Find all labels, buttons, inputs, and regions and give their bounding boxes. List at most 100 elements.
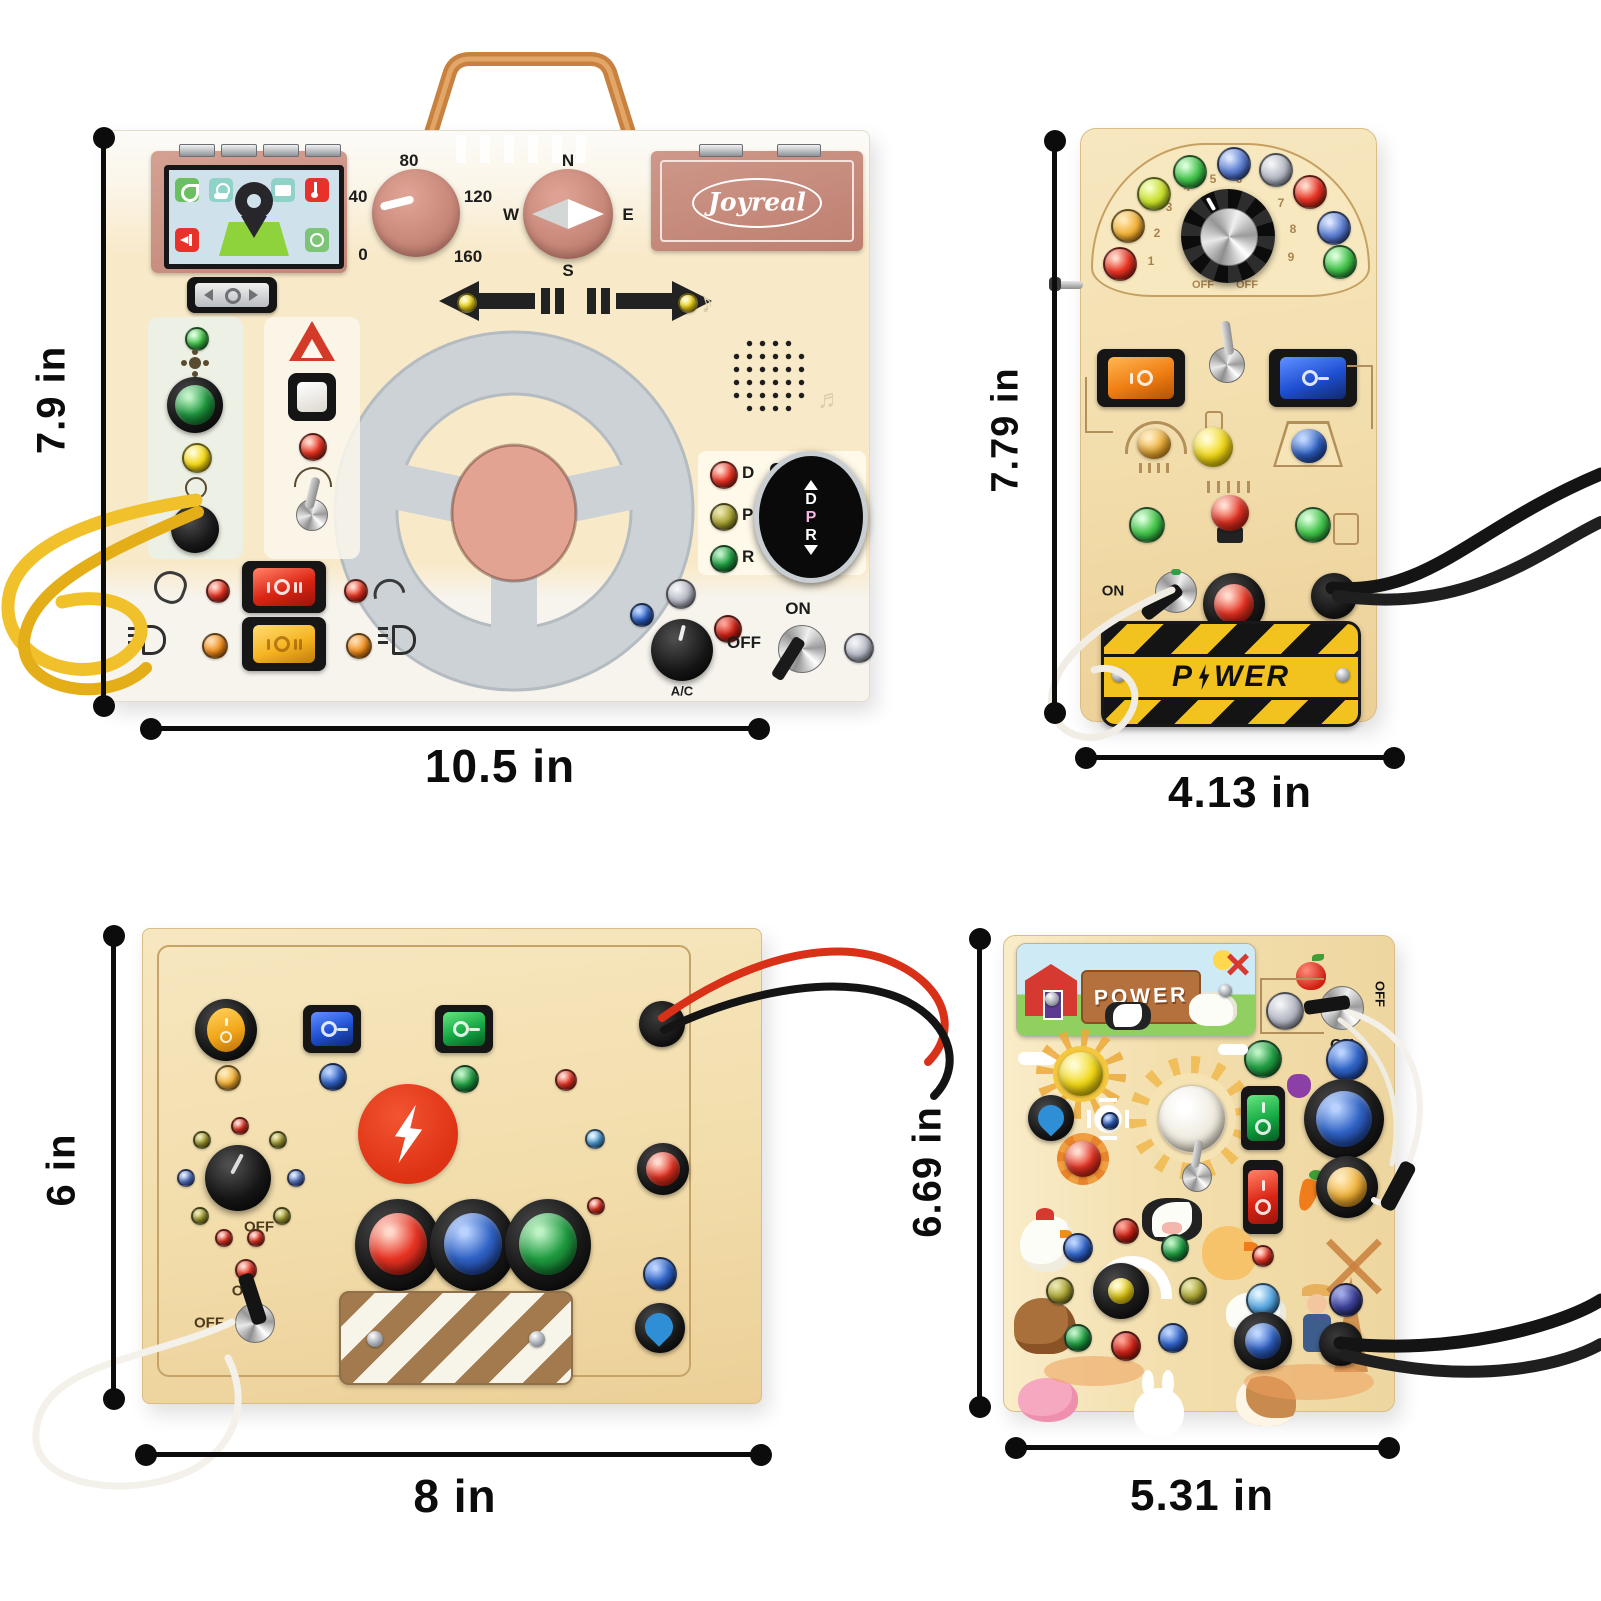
duck-sticker — [1202, 1226, 1258, 1280]
orange-led — [202, 633, 228, 659]
steering-wheel — [333, 330, 695, 692]
dial-led — [177, 1169, 195, 1187]
compass-n: N — [561, 151, 575, 170]
lamp-rays — [1139, 463, 1169, 473]
power-sign-text-wer: WER — [1214, 660, 1290, 693]
red-led — [1111, 1331, 1141, 1361]
wheel-hub — [450, 443, 578, 583]
stop-icon — [225, 288, 241, 304]
rotary-knob — [205, 1145, 271, 1211]
arc-led-8 — [1317, 211, 1351, 245]
hinge — [263, 144, 299, 157]
height-label-board4: 6.69 in — [905, 1106, 950, 1238]
green-led — [1244, 1040, 1282, 1078]
green-button — [175, 385, 215, 425]
cloud-icon — [1218, 1044, 1248, 1055]
massage-seat-icon — [149, 566, 191, 608]
speed-label-40: 40 — [348, 187, 368, 206]
green-led — [185, 327, 209, 351]
small-red-led — [1252, 1245, 1274, 1267]
small-blue-led — [585, 1129, 605, 1149]
arc-led-5 — [1217, 147, 1251, 181]
arc-led-3 — [1137, 177, 1171, 211]
speaker-grille — [726, 333, 812, 419]
screw-icon — [1045, 992, 1059, 1006]
blue-push-button — [1245, 1323, 1281, 1359]
width-label-board3: 8 in — [413, 1470, 497, 1522]
gear-panel: D P R D P R — [698, 451, 868, 583]
phone-app-icon — [175, 178, 199, 202]
yellow-drop-knob — [1108, 1278, 1134, 1304]
blue-rocker-switch — [303, 1005, 361, 1053]
blue-led — [1326, 1039, 1368, 1081]
gear-label-d: D — [742, 463, 755, 482]
key-off-label: OFF — [194, 1314, 224, 1332]
lightning-badge — [358, 1084, 458, 1184]
circuit-line — [1085, 377, 1113, 433]
pig-sticker — [1018, 1378, 1078, 1422]
headlight-beams — [378, 627, 388, 647]
gray-led — [844, 633, 874, 663]
ac-knob — [651, 619, 713, 681]
width-line-board2 — [1085, 755, 1395, 760]
dial-led — [273, 1207, 291, 1225]
height-line-board1 — [101, 137, 106, 707]
width-label-board1: 10.5 in — [424, 740, 576, 792]
yellow-bulb-light — [1193, 427, 1233, 467]
power-socket — [1311, 573, 1357, 619]
big-red-button — [369, 1213, 427, 1275]
speed-label-80: 80 — [399, 151, 419, 170]
height-line-board2 — [1052, 140, 1057, 714]
dial-number: 9 — [1287, 250, 1295, 264]
hay-sticker — [1044, 1356, 1144, 1386]
red-led — [344, 579, 368, 603]
height-line-board4 — [977, 938, 982, 1408]
height-label-board3: 6 in — [39, 1133, 84, 1207]
gray-led — [1266, 992, 1304, 1030]
blue-led — [1063, 1233, 1093, 1263]
carry-handle — [423, 52, 637, 138]
lightning-bolt-icon — [385, 1102, 431, 1166]
ac-label: A/C — [670, 683, 694, 699]
left-turn-arrow — [439, 281, 567, 321]
board-switch-panel: OFF ON OFF — [142, 928, 762, 1404]
hinge — [221, 144, 257, 157]
dial-led — [193, 1131, 211, 1149]
dial-led — [269, 1131, 287, 1149]
speed-label-0: 0 — [358, 245, 368, 264]
light-blue-led — [1246, 1283, 1280, 1317]
power-socket — [1319, 1322, 1363, 1366]
shifter-letter-p: P — [805, 508, 817, 526]
announce-app-icon — [175, 228, 199, 252]
amber-rocker-light — [1327, 1167, 1367, 1207]
green-led — [1295, 507, 1331, 543]
gps-screen — [151, 144, 347, 273]
plug-outline-icon — [1333, 513, 1359, 545]
screw-icon — [529, 1331, 545, 1347]
dial-number: 2 — [1153, 226, 1161, 240]
ignition-off-label: OFF — [727, 633, 761, 652]
handle-outline — [423, 52, 637, 138]
width-label-board2: 4.13 in — [1168, 768, 1312, 817]
fan-icon — [189, 357, 201, 369]
red-led — [206, 579, 230, 603]
dial-led — [287, 1169, 305, 1187]
arc-led-2 — [1111, 209, 1145, 243]
left-turn-led — [457, 293, 477, 313]
hazard-slide-plate — [339, 1291, 573, 1385]
big-green-button — [519, 1213, 577, 1275]
flower-blue-led — [1101, 1112, 1119, 1130]
olive-led — [1179, 1277, 1207, 1305]
navy-led — [1329, 1283, 1363, 1317]
arc-led-4 — [1173, 155, 1207, 189]
key-switch-dot — [1171, 569, 1181, 575]
dial-number: 8 — [1289, 222, 1297, 236]
olive-led — [1046, 1277, 1074, 1305]
mode-switch — [187, 277, 277, 313]
yellow-led — [182, 443, 212, 473]
orange-led — [346, 633, 372, 659]
dial-off-label: OFF — [1236, 279, 1258, 291]
mail-app-icon — [271, 178, 295, 202]
red-led — [1113, 1218, 1139, 1244]
